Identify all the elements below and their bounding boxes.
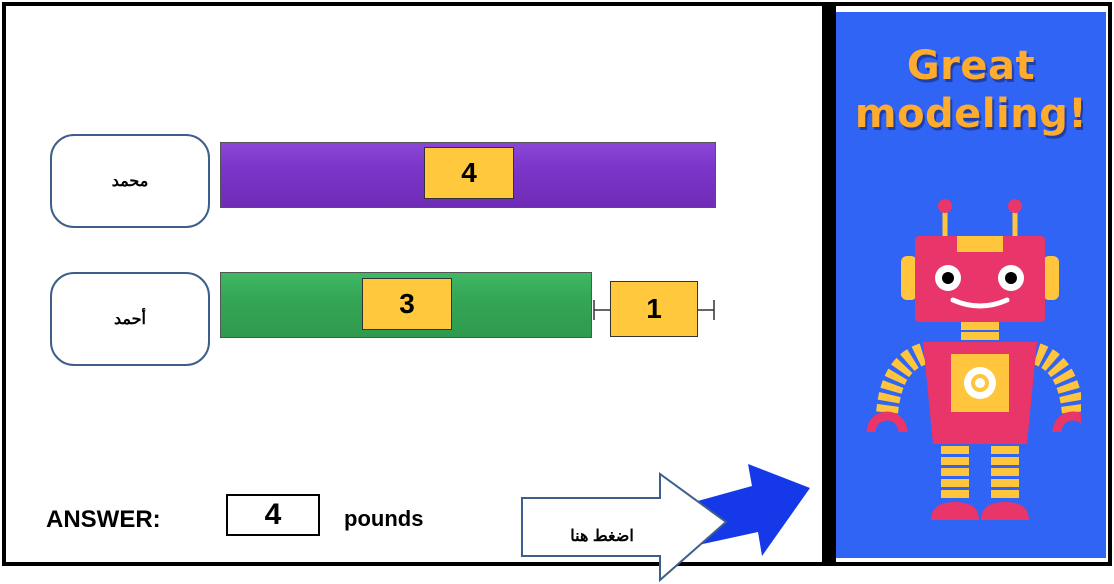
feedback-title-line1: Great xyxy=(906,43,1036,89)
robot-icon xyxy=(866,199,1081,520)
click-here-callout-arrow[interactable] xyxy=(520,472,730,584)
click-here-label[interactable]: اضغط هنا xyxy=(570,528,634,545)
name-label-mohammed: محمد xyxy=(111,173,149,190)
answer-value-box: 4 xyxy=(226,494,320,536)
extra-value-box-ahmed: 1 xyxy=(610,281,698,337)
extension-bracket xyxy=(593,300,715,320)
name-label-ahmed: أحمد xyxy=(114,311,146,328)
answer-value: 4 xyxy=(264,498,282,531)
feedback-panel: Great modeling! xyxy=(836,12,1106,558)
extra-value-label-ahmed: 1 xyxy=(646,293,662,324)
value-label-ahmed: 3 xyxy=(399,288,415,319)
value-box-mohammed: 4 xyxy=(424,147,514,199)
answer-unit: pounds xyxy=(344,506,424,531)
answer-label: ANSWER: xyxy=(46,506,161,533)
value-box-ahmed: 3 xyxy=(362,278,452,330)
name-box-ahmed: أحمد xyxy=(50,272,210,366)
value-label-mohammed: 4 xyxy=(461,157,477,188)
feedback-title-line2: modeling! xyxy=(854,91,1088,137)
name-box-mohammed: محمد xyxy=(50,134,210,228)
panel-divider xyxy=(822,6,836,562)
